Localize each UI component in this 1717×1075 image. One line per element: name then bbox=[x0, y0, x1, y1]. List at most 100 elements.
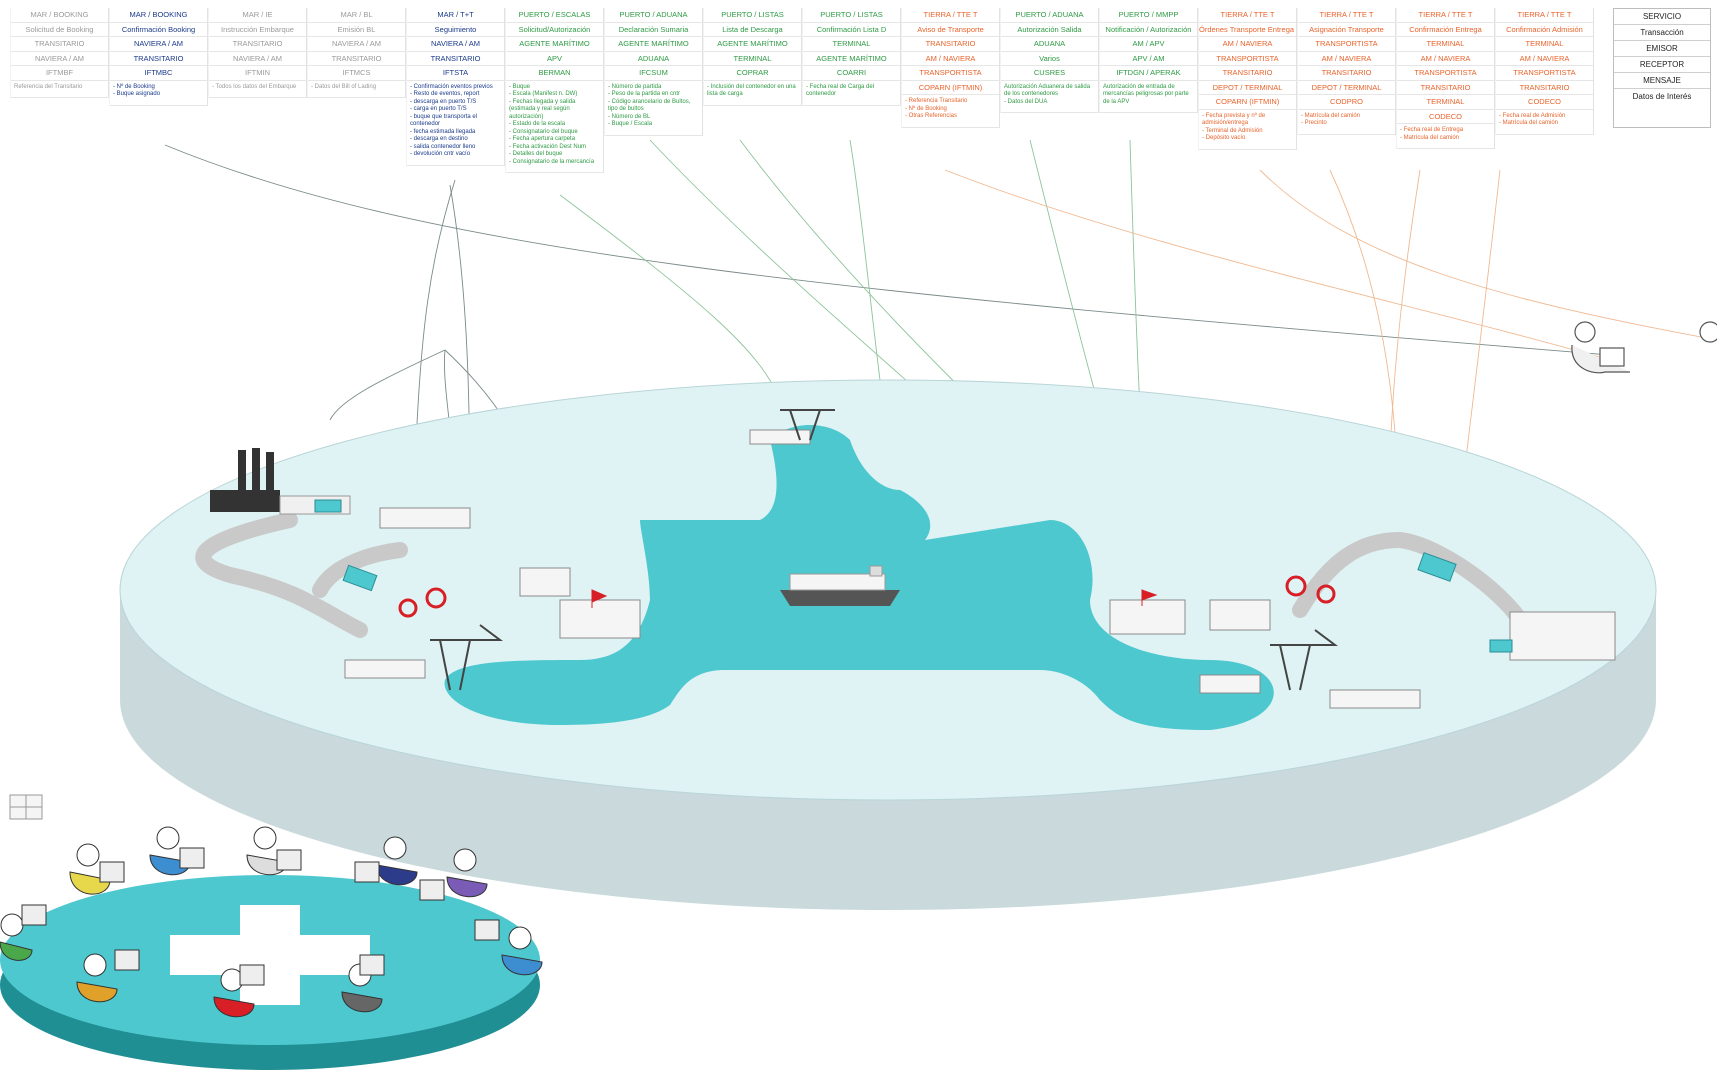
message-field: PUERTO / ADUANA bbox=[605, 8, 702, 23]
message-details: Autorización Aduanera de salida de los c… bbox=[1001, 81, 1098, 113]
connector-line bbox=[164, 144, 1611, 356]
connector-line bbox=[329, 349, 446, 421]
detail-line: - Inclusión del contenedor en una lista … bbox=[707, 83, 796, 98]
message-field: NAVIERA / AM bbox=[110, 37, 207, 52]
message-field: PUERTO / LISTAS bbox=[704, 8, 801, 23]
message-field: MAR / BOOKING bbox=[11, 8, 108, 23]
road-left-2 bbox=[312, 542, 408, 598]
detail-line: - descarga en puerto T/S bbox=[410, 98, 477, 105]
message-field: IFTSTA bbox=[407, 66, 504, 81]
message-field: PUERTO / LISTAS bbox=[803, 8, 900, 23]
participant bbox=[246, 826, 302, 876]
message-field: TRANSPORTISTA bbox=[902, 66, 999, 81]
message-field: TRANSITARIO bbox=[1298, 66, 1395, 81]
message-field: MAR / T+T bbox=[407, 8, 504, 23]
message-field: IFTMIN bbox=[209, 66, 306, 81]
detail-line: - Fecha real de Admisión bbox=[1499, 112, 1566, 119]
message-field: COPRAR bbox=[704, 66, 801, 81]
legend-row: Transacción bbox=[1614, 25, 1710, 41]
customs-stop-icon bbox=[398, 575, 1336, 618]
message-field: TRANSITARIO bbox=[209, 37, 306, 52]
legend-row: Datos de Interés bbox=[1632, 92, 1692, 101]
message-field: Instrucción Embarque bbox=[209, 23, 306, 37]
detail-line: - Fechas llegada y salida (estimada y re… bbox=[509, 98, 576, 120]
message-field: TIERRA / TTE T bbox=[1496, 8, 1593, 23]
detail-line: - Consignatario de la mercancía bbox=[509, 158, 595, 165]
message-details: Autorización de entrada de mercancías pe… bbox=[1100, 81, 1197, 113]
message-field: Confirmación Admisión bbox=[1496, 23, 1593, 37]
connector-line bbox=[559, 194, 781, 401]
message-details: - Confirmación eventos previos- Resto de… bbox=[407, 81, 504, 166]
legend-row: MENSAJE bbox=[1614, 73, 1710, 89]
message-field: Confirmación Lista D bbox=[803, 23, 900, 37]
message-field: NAVIERA / AM bbox=[308, 37, 405, 52]
container-stack-icon bbox=[9, 794, 43, 820]
message-field: APV bbox=[506, 52, 603, 66]
message-field: COARRI bbox=[803, 66, 900, 81]
road-left bbox=[195, 512, 368, 638]
message-field: TRANSITARIO bbox=[308, 52, 405, 66]
detail-line: - Fecha activación Dest Num bbox=[509, 143, 587, 150]
meeting-participants bbox=[0, 826, 543, 1018]
message-field: Asignación Transporte bbox=[1298, 23, 1395, 37]
participant bbox=[76, 949, 140, 1003]
participant bbox=[474, 919, 543, 976]
message-field: MAR / IE bbox=[209, 8, 306, 23]
message-field: IFTMBC bbox=[110, 66, 207, 81]
participant bbox=[69, 843, 125, 895]
participant bbox=[354, 836, 418, 886]
message-field: CUSRES bbox=[1001, 66, 1098, 81]
detail-line: - descarga en destino bbox=[410, 136, 468, 142]
message-details: - Inclusión del contenedor en una lista … bbox=[704, 81, 801, 106]
message-field: Notificación / Autorización bbox=[1100, 23, 1197, 37]
truck-icon bbox=[314, 499, 1513, 653]
detail-line: - Fecha real de Carga del contenedor bbox=[806, 83, 875, 98]
message-field: AM / NAVIERA bbox=[1496, 52, 1593, 66]
message-field: TERMINAL bbox=[1496, 37, 1593, 52]
detail-line: - Código arancelario de Bultos, tipo de … bbox=[608, 98, 691, 113]
message-field: PUERTO / ADUANA bbox=[1001, 8, 1098, 23]
detail-line: - Fecha apertura carpeta bbox=[509, 136, 576, 142]
detail-line: - Escala (Manifest n. DW) bbox=[509, 91, 578, 97]
connector-line bbox=[849, 139, 881, 381]
detail-line: - Buque bbox=[509, 83, 531, 90]
detail-line: - Confirmación eventos previos bbox=[410, 83, 493, 90]
detail-line: - Nº de Booking bbox=[113, 83, 155, 90]
message-field: TRANSITARIO bbox=[1496, 81, 1593, 95]
legend-row: RECEPTOR bbox=[1614, 57, 1710, 73]
message-field: COPARN (IFTMIN) bbox=[1199, 95, 1296, 110]
message-field: IFTDGN / APERAK bbox=[1100, 66, 1197, 81]
message-field: TERMINAL bbox=[1397, 95, 1494, 110]
message-field: NAVIERA / AM bbox=[209, 52, 306, 66]
message-field: TRANSITARIO bbox=[110, 52, 207, 66]
detail-line: - Todos los datos del Embarque bbox=[212, 83, 297, 90]
message-details: - Fecha real de Carga del contenedor bbox=[803, 81, 900, 106]
detail-line: - Número de BL bbox=[608, 113, 651, 120]
detail-line: Autorización de entrada de mercancías pe… bbox=[1103, 83, 1189, 105]
message-field: ADUANA bbox=[605, 52, 702, 66]
detail-line: - Datos del DUA bbox=[1004, 98, 1048, 105]
message-field: Lista de Descarga bbox=[704, 23, 801, 37]
message-field: AGENTE MARÍTIMO bbox=[605, 37, 702, 52]
message-field: DEPOT / TERMINAL bbox=[1298, 81, 1395, 95]
legend-row: EMISOR bbox=[1614, 41, 1710, 57]
message-field: ADUANA bbox=[1001, 37, 1098, 52]
detail-line: - Nº de Booking bbox=[905, 105, 947, 112]
detail-line: - Matrícula del camión bbox=[1499, 120, 1559, 126]
message-field: TIERRA / TTE T bbox=[1397, 8, 1494, 23]
roads bbox=[195, 512, 1528, 638]
detail-line: - Consignatario del buque bbox=[509, 128, 578, 135]
detail-line: - Resto de eventos, report bbox=[410, 91, 480, 97]
detail-line: - carga en puerto T/S bbox=[410, 106, 467, 112]
message-field: TRANSPORTISTA bbox=[1496, 66, 1593, 81]
